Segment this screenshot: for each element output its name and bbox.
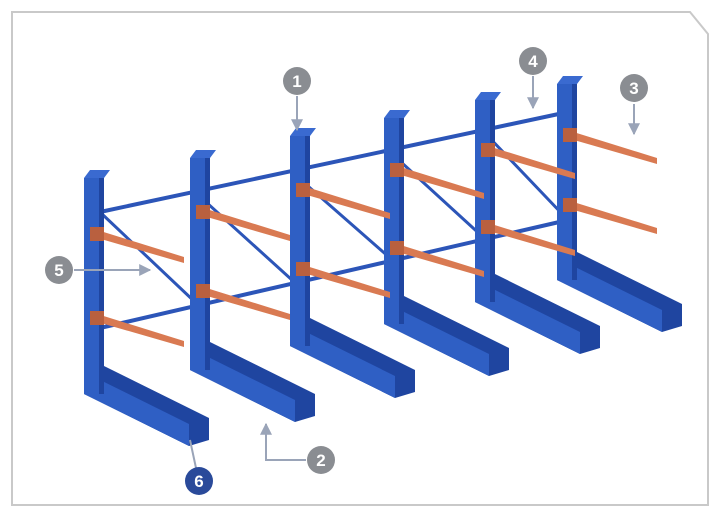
callout-marker-4 xyxy=(519,47,547,75)
arm xyxy=(200,207,290,241)
arm-bracket xyxy=(196,205,210,219)
upright-assembly xyxy=(84,170,209,446)
arm-bracket xyxy=(90,311,104,325)
upright-assembly xyxy=(290,128,415,398)
callout-label-2: 2 xyxy=(316,451,325,470)
leader-lines xyxy=(74,76,640,469)
arm-bracket xyxy=(296,262,310,276)
callout-label-5: 5 xyxy=(54,261,63,280)
upright-cap xyxy=(290,128,316,136)
callout-label-6: 6 xyxy=(194,472,203,491)
arm xyxy=(200,286,290,320)
upright-base-face xyxy=(557,258,662,332)
leader-line-2 xyxy=(260,422,306,461)
arm-bracket xyxy=(90,227,104,241)
upright-assembly xyxy=(475,92,600,354)
callout-label-3: 3 xyxy=(629,79,638,98)
arm xyxy=(94,313,184,347)
upright-assembly xyxy=(557,76,682,332)
arm xyxy=(485,145,575,179)
callout-2: 2 xyxy=(307,446,335,474)
upright-base-face xyxy=(84,372,189,446)
upright-column-edge xyxy=(305,136,310,346)
callout-3: 3 xyxy=(620,74,648,102)
upright-base-face xyxy=(190,348,295,422)
upright-assembly xyxy=(190,150,315,422)
leader-line-6 xyxy=(189,439,197,469)
upright-base-face xyxy=(290,324,395,398)
upright-cap xyxy=(84,170,110,178)
upright-column-edge xyxy=(490,100,495,302)
arm-bracket xyxy=(481,143,495,157)
arm-bracket xyxy=(563,128,577,142)
upright-column-edge xyxy=(205,158,210,370)
diagonal-brace xyxy=(100,212,198,305)
diagonal-brace xyxy=(388,150,486,240)
diagonal-brace xyxy=(194,191,294,282)
callout-5: 5 xyxy=(45,256,73,284)
upright-column-edge xyxy=(99,178,104,394)
arm-bracket xyxy=(296,183,310,197)
callout-marker-3 xyxy=(620,74,648,102)
frame-border xyxy=(11,11,709,506)
arm-bracket xyxy=(390,163,404,177)
arm xyxy=(300,264,390,298)
arm xyxy=(567,200,657,234)
arm xyxy=(94,229,184,263)
callout-6: 6 xyxy=(185,467,213,495)
arm xyxy=(394,165,484,199)
callout-1: 1 xyxy=(283,67,311,95)
diagonal-brace xyxy=(482,130,568,220)
arm-bracket xyxy=(196,284,210,298)
callout-marker-6 xyxy=(185,467,213,495)
arm-bracket xyxy=(390,241,404,255)
upright-column-edge xyxy=(399,118,404,324)
upright-cap xyxy=(475,92,501,100)
upright-cap xyxy=(384,110,410,118)
callout-4: 4 xyxy=(519,47,547,75)
upright-cap xyxy=(190,150,216,158)
arm xyxy=(485,222,575,256)
upright-assembly xyxy=(384,110,509,376)
upright-cap xyxy=(557,76,583,84)
callout-label-4: 4 xyxy=(528,52,538,71)
upright-base-face xyxy=(475,280,580,354)
arm-bracket xyxy=(481,220,495,234)
upright-column-edge xyxy=(572,84,577,280)
callout-marker-2 xyxy=(307,446,335,474)
arm xyxy=(300,185,390,219)
callout-marker-5 xyxy=(45,256,73,284)
uprights xyxy=(84,76,682,446)
arm xyxy=(394,243,484,277)
callout-marker-1 xyxy=(283,67,311,95)
upright-base-face xyxy=(384,302,489,376)
callout-label-1: 1 xyxy=(292,72,301,91)
arm-bracket xyxy=(563,198,577,212)
arm xyxy=(567,130,657,164)
